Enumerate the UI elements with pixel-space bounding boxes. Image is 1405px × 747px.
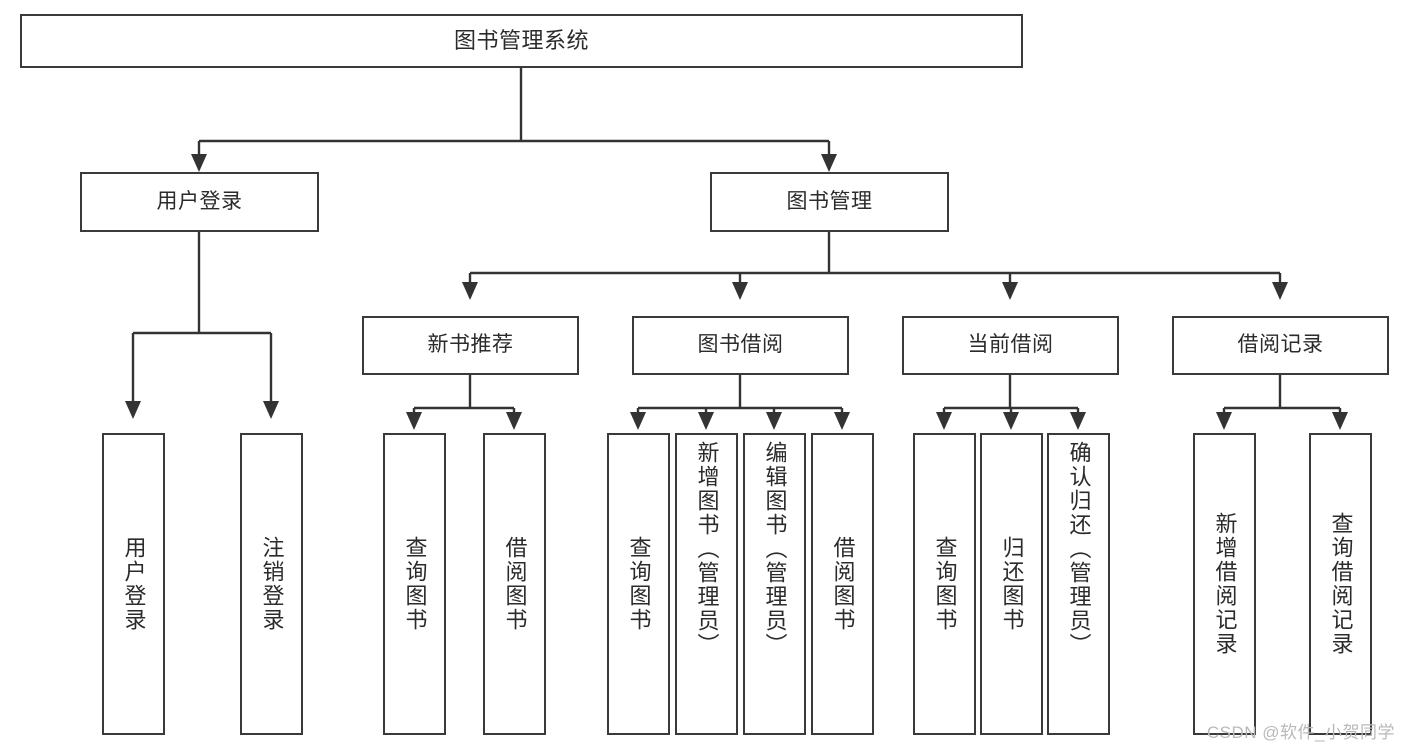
node-leaf-borrow-lend-label: 借阅图书 <box>830 536 856 632</box>
node-borrow-record[interactable]: 借阅记录 <box>1172 316 1389 375</box>
node-leaf-cur-confirm[interactable]: 确认归还（管理员） <box>1047 433 1110 735</box>
node-user-login[interactable]: 用户登录 <box>80 172 319 232</box>
node-leaf-rec-query2[interactable]: 查询借阅记录 <box>1309 433 1372 735</box>
node-leaf-borrow-edit[interactable]: 编辑图书（管理员） <box>743 433 806 735</box>
node-leaf-rec-query-label: 查询图书 <box>402 536 428 632</box>
node-leaf-cur-confirm-label: 确认归还（管理员） <box>1066 441 1092 657</box>
node-leaf-cur-query-label: 查询图书 <box>932 536 958 632</box>
node-leaf-borrow-edit-label: 编辑图书（管理员） <box>762 441 788 657</box>
node-new-book-rec-label: 新书推荐 <box>427 333 514 357</box>
node-leaf-rec-query[interactable]: 查询图书 <box>383 433 446 735</box>
node-leaf-user-login[interactable]: 用户登录 <box>102 433 165 735</box>
node-book-manage-label: 图书管理 <box>786 189 873 213</box>
node-current-borrow[interactable]: 当前借阅 <box>902 316 1119 375</box>
node-book-manage[interactable]: 图书管理 <box>710 172 949 232</box>
node-leaf-borrow-add-label: 新增图书（管理员） <box>694 441 720 657</box>
node-user-login-label: 用户登录 <box>156 189 243 213</box>
node-leaf-borrow-query[interactable]: 查询图书 <box>607 433 670 735</box>
node-leaf-cur-query[interactable]: 查询图书 <box>913 433 976 735</box>
node-leaf-cur-return[interactable]: 归还图书 <box>980 433 1043 735</box>
node-leaf-user-logout-label: 注销登录 <box>259 536 285 632</box>
node-leaf-rec-borrow-label: 借阅图书 <box>502 536 528 632</box>
node-leaf-rec-add-label: 新增借阅记录 <box>1212 512 1238 656</box>
node-leaf-borrow-query-label: 查询图书 <box>626 536 652 632</box>
node-current-borrow-label: 当前借阅 <box>967 333 1054 357</box>
node-leaf-user-logout[interactable]: 注销登录 <box>240 433 303 735</box>
node-leaf-borrow-add[interactable]: 新增图书（管理员） <box>675 433 738 735</box>
node-leaf-cur-return-label: 归还图书 <box>999 536 1025 632</box>
node-root-label: 图书管理系统 <box>453 28 589 54</box>
node-book-borrow-label: 图书借阅 <box>697 333 784 357</box>
node-root[interactable]: 图书管理系统 <box>20 14 1023 68</box>
node-leaf-user-login-label: 用户登录 <box>121 536 147 632</box>
watermark-text: CSDN @软件_小贺同学 <box>1206 723 1395 742</box>
node-borrow-record-label: 借阅记录 <box>1237 333 1324 357</box>
node-leaf-borrow-lend[interactable]: 借阅图书 <box>811 433 874 735</box>
node-leaf-rec-borrow[interactable]: 借阅图书 <box>483 433 546 735</box>
node-book-borrow[interactable]: 图书借阅 <box>632 316 849 375</box>
node-leaf-rec-add[interactable]: 新增借阅记录 <box>1193 433 1256 735</box>
node-new-book-rec[interactable]: 新书推荐 <box>362 316 579 375</box>
node-leaf-rec-query2-label: 查询借阅记录 <box>1328 512 1354 656</box>
